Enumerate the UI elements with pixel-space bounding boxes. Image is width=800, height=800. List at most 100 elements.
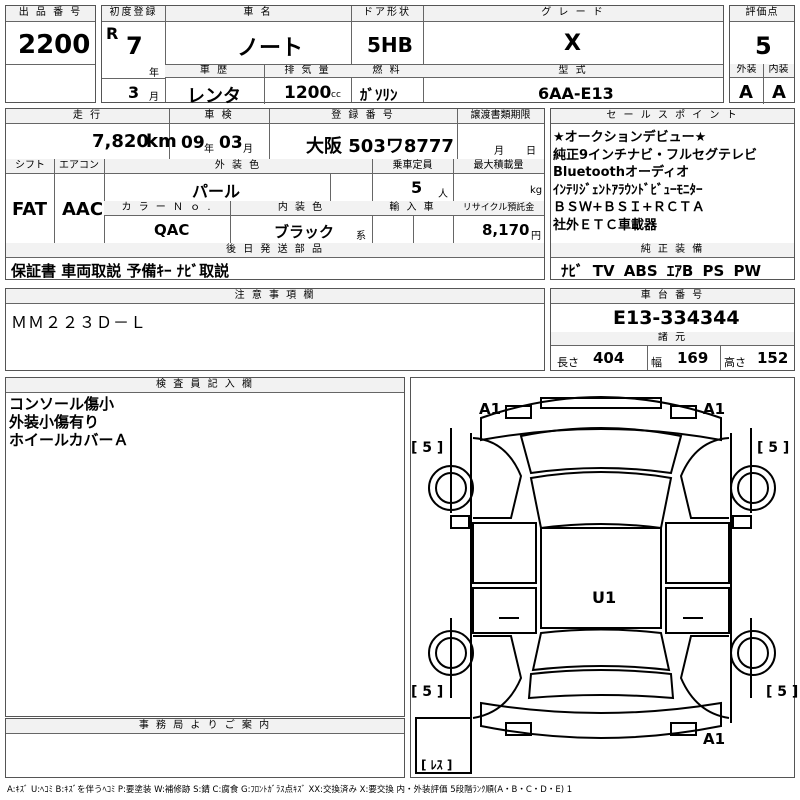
specs-label: 諸 元 — [551, 332, 794, 346]
sales-point-item: 純正9インチナビ・フルセグテレビ — [553, 147, 758, 163]
plate-label: 登 録 番 号 — [269, 109, 457, 124]
spare-tire: [ ﾚｽ ] — [421, 758, 453, 772]
capacity-label: 乗車定員 — [372, 159, 453, 174]
int-color-unit: 系 — [356, 231, 366, 242]
inspection-label: 車 検 — [169, 109, 269, 124]
damage-diagram: A1 A1 A1 U1 [ 5 ] [ 5 ] [ 5 ] [ 5 ] [ ﾚｽ… — [410, 377, 799, 778]
aircon-value: AAC — [62, 199, 104, 220]
grade-value: X — [564, 31, 581, 56]
max-load-label: 最大積載量 — [453, 159, 544, 174]
reg-label: 初度登録 — [102, 6, 165, 22]
sales-points-list: ★オークションデビュー★ 純正9インチナビ・フルセグテレビ Bluetoothオ… — [553, 129, 757, 234]
inspection-month: 03 — [219, 133, 243, 153]
car-name: ノート — [237, 36, 304, 61]
equipment-value: ﾅﾋﾞ TV ABS ｴｱB PS PW — [561, 262, 762, 280]
damage-rear-right: A1 — [703, 730, 726, 748]
capacity-value: 5 — [411, 178, 423, 197]
max-load-unit: kg — [530, 185, 543, 196]
exterior-label: 外装 — [730, 64, 763, 78]
caution-value: ＭＭ２２３Ｄ－Ｌ — [11, 313, 148, 332]
score-value: 5 — [755, 32, 772, 60]
shift-label: シフト — [6, 159, 54, 174]
recycle-label: リサイクル預託金 — [453, 201, 544, 216]
interior-grade: A — [772, 82, 786, 103]
transfer-label: 譲渡書類期限 — [457, 109, 544, 124]
shift-value: FAT — [12, 199, 48, 220]
door-type: 5HB — [367, 33, 413, 57]
later-parts-label: 後 日 発 送 部 品 — [6, 243, 544, 258]
car-diagram-svg — [415, 396, 776, 774]
sales-points-label: セ ー ル ス ポ イ ン ト — [551, 109, 794, 124]
displacement-unit: cc — [331, 90, 341, 100]
reg-year-unit: 年 — [149, 68, 159, 79]
caution-box: 注 意 事 項 欄 ＭＭ２２３Ｄ－Ｌ — [5, 288, 545, 371]
reg-month: 3 — [128, 83, 140, 102]
tire-rear-right: [ 5 ] — [766, 684, 799, 700]
length-value: 404 — [593, 349, 625, 367]
reg-era: R — [106, 24, 119, 43]
inspector-notes-box: 検 査 員 記 入 欄 コンソール傷小 外装小傷有り ホイールカバーＡ — [5, 377, 405, 717]
aircon-label: エアコン — [54, 159, 104, 174]
color-no-value: QAC — [154, 221, 190, 239]
inspection-month-unit: 月 — [243, 144, 253, 155]
equipment-label: 純 正 装 備 — [551, 243, 794, 258]
capacity-unit: 人 — [438, 189, 448, 200]
inspector-label: 検 査 員 記 入 欄 — [6, 378, 404, 393]
width-value: 169 — [677, 349, 709, 367]
chassis-label: 車 台 番 号 — [551, 289, 794, 304]
reg-month-unit: 月 — [149, 92, 159, 103]
sales-point-item: 社外ＥＴＣ車載器 — [553, 217, 658, 233]
chassis-number: E13-334344 — [613, 307, 740, 329]
tire-front-right: [ 5 ] — [757, 440, 790, 456]
length-label: 長さ — [557, 356, 579, 369]
mileage-unit: km — [146, 131, 177, 152]
grade-label: グ レ ー ド — [423, 6, 723, 22]
inspector-note: 外装小傷有り — [9, 413, 100, 431]
exterior-grade: A — [739, 82, 753, 103]
displacement-label: 排 気 量 — [264, 64, 351, 78]
caution-label: 注 意 事 項 欄 — [6, 289, 544, 304]
chassis-box: 車 台 番 号 E13-334344 諸 元 長さ 404 幅 169 高さ 1… — [550, 288, 795, 371]
reg-year: 7 — [126, 32, 143, 60]
transfer-month-unit: 月 — [494, 146, 504, 157]
inspector-notes: コンソール傷小 外装小傷有り ホイールカバーＡ — [9, 395, 129, 449]
transfer-day-unit: 日 — [526, 146, 536, 157]
damage-front-left: A1 — [479, 400, 502, 418]
car-name-label: 車 名 — [165, 6, 351, 22]
fuel-value: ｶﾞｿﾘﾝ — [360, 86, 398, 104]
history-value: レンタ — [187, 86, 241, 107]
mileage-label: 走 行 — [6, 109, 169, 124]
damage-front-right: A1 — [703, 400, 726, 418]
height-value: 152 — [757, 349, 789, 367]
width-label: 幅 — [651, 356, 662, 369]
office-notice-box: 事 務 局 よ り ご 案 内 — [5, 718, 405, 778]
tire-front-left: [ 5 ] — [411, 440, 444, 456]
color-value: パール — [192, 182, 241, 201]
model-value: 6AA-E13 — [538, 84, 614, 103]
later-parts-value: 保証書 車両取説 予備ｷｰ ﾅﾋﾞ取説 — [11, 262, 230, 280]
sales-point-item: ｲﾝﾃﾘｼﾞｪﾝﾄｱﾗｳﾝﾄﾞﾋﾞｭｰﾓﾆﾀｰ — [553, 182, 703, 198]
detail-grid: 走 行 車 検 登 録 番 号 譲渡書類期限 7,820 km 09 年 03 … — [5, 108, 545, 280]
tire-rear-left: [ 5 ] — [411, 684, 444, 700]
plate-number: 大阪 503ワ8777 — [306, 136, 454, 157]
color-no-label: カ ラ ー Ｎ ｏ . — [104, 201, 230, 216]
inspection-year-unit: 年 — [204, 144, 214, 155]
score-box: 評価点 5 外装 内装 A A — [729, 5, 795, 104]
office-label: 事 務 局 よ り ご 案 内 — [6, 719, 404, 734]
inspector-note: コンソール傷小 — [9, 395, 115, 413]
sales-point-item: ★オークションデビュー★ — [553, 130, 707, 145]
damage-legend: A:ｷｽﾞ U:ﾍｺﾐ B:ｷｽﾞを伴うﾍｺﾐ P:要塗装 W:補修跡 S:錆 … — [7, 785, 573, 795]
recycle-value: 8,170 — [482, 221, 530, 239]
sales-point-item: Bluetoothオーディオ — [553, 165, 690, 180]
sales-points-box: セ ー ル ス ポ イ ン ト ★オークションデビュー★ 純正9インチナビ・フル… — [550, 108, 795, 280]
inspector-note: ホイールカバーＡ — [9, 431, 129, 449]
displacement-value: 1200 — [284, 83, 332, 103]
inspection-year: 09 — [181, 133, 205, 153]
history-label: 車 歴 — [165, 64, 264, 78]
model-label: 型 式 — [423, 64, 723, 78]
recycle-unit: 円 — [531, 231, 541, 242]
height-label: 高さ — [724, 356, 746, 369]
import-label: 輸 入 車 — [372, 201, 453, 216]
interior-label: 内装 — [763, 64, 794, 78]
int-color-label: 内 装 色 — [230, 201, 372, 216]
